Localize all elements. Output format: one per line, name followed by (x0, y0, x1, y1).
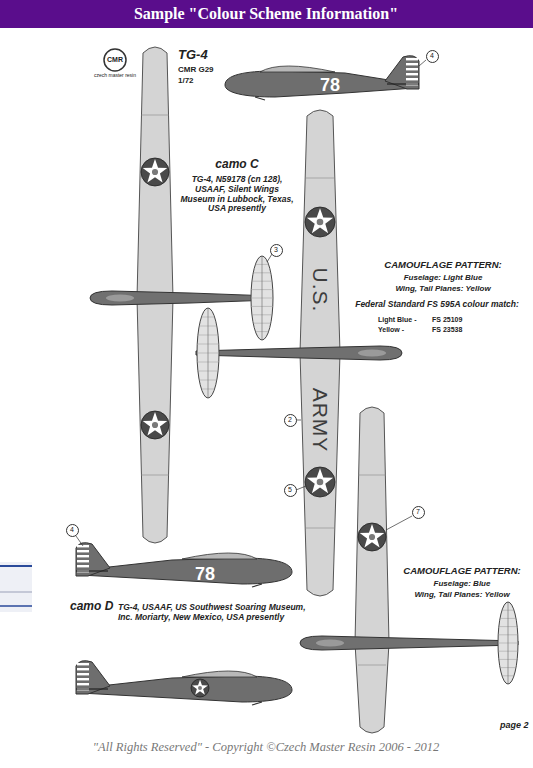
wing (355, 407, 389, 733)
scheme-name: camo D (70, 600, 113, 614)
panel-line (141, 475, 169, 476)
roundel (141, 158, 169, 186)
callout-text: 7 (416, 508, 420, 516)
side-view (76, 543, 292, 587)
callout-text: 4 (70, 526, 74, 534)
side-line (0, 592, 32, 593)
fuselage (196, 346, 402, 360)
pattern-line: Fuselage: Light Blue (404, 273, 483, 282)
roundel (141, 411, 169, 439)
wing-marking: ARMY (308, 388, 332, 453)
pattern-line: Fuselage: Blue (434, 579, 491, 588)
roundel (358, 523, 386, 551)
leader-line (76, 536, 83, 546)
panel-line (358, 665, 386, 666)
copyright-footer: "All Rights Reserved" - Copyright ©Czech… (93, 740, 439, 754)
logo-caption: czech master resin (94, 73, 136, 79)
scheme-name: camo C (215, 158, 258, 172)
scheme-description: TG-4, N59178 (cn 128), USAAF, Silent Win… (178, 175, 296, 214)
page-number: page 2 (500, 720, 529, 730)
tailplane (498, 602, 518, 684)
scheme-description: TG-4, USAAF, US Southwest Soaring Museum… (118, 603, 308, 623)
callout-number: 4 (426, 50, 439, 63)
callout-number: 2 (284, 414, 297, 427)
fs-code: FS 23538 (432, 326, 462, 334)
panel-line (141, 115, 169, 116)
aircraft-number: 78 (320, 75, 340, 96)
scale: 1/72 (178, 76, 194, 85)
roundel (191, 679, 209, 697)
panel-line (305, 178, 335, 179)
kit-number: CMR G29 (178, 65, 214, 74)
callout-text: 4 (430, 52, 434, 60)
fs-code: FS 25109 (432, 316, 462, 324)
logo-text: CMR (107, 56, 123, 64)
tailplane (251, 256, 273, 340)
side-panel (0, 562, 32, 612)
panel-line (305, 528, 335, 529)
colour-name: Yellow - (378, 326, 404, 334)
logo-ring (104, 49, 126, 71)
side-line (0, 605, 32, 607)
pattern-line: Wing, Tail Planes: Yellow (414, 590, 509, 599)
roundel (305, 207, 335, 237)
side-view (225, 56, 419, 100)
fuselage (300, 636, 518, 650)
pattern-heading: CAMOUFLAGE PATTERN: (403, 566, 520, 577)
pattern-line: Wing, Tail Planes: Yellow (395, 284, 490, 293)
leader-line (296, 486, 306, 490)
fuselage (90, 291, 272, 305)
side-view (76, 661, 292, 705)
header-band (0, 0, 533, 28)
callout-number: 4 (66, 524, 79, 537)
callout-text: 3 (274, 246, 278, 254)
side-line (0, 565, 32, 567)
tailplane (197, 308, 219, 398)
callout-number: 5 (284, 484, 297, 497)
panel-line (358, 475, 386, 476)
leader-line (386, 516, 412, 530)
leader-line (296, 420, 301, 421)
colour-match-heading: Federal Standard FS 595A colour match: (355, 300, 519, 310)
page-title: Sample "Colour Scheme Information" (134, 5, 398, 23)
aircraft-number: 78 (195, 564, 215, 585)
leader-line (419, 60, 426, 66)
callout-number: 7 (412, 506, 425, 519)
callout-text: 2 (288, 416, 292, 424)
roundel (305, 467, 335, 497)
pattern-heading: CAMOUFLAGE PATTERN: (384, 260, 501, 271)
callout-text: 5 (288, 486, 292, 494)
callout-number: 3 (270, 244, 283, 257)
model-name: TG-4 (178, 48, 208, 63)
colour-name: Light Blue - (378, 316, 417, 324)
wing-marking: U.S. (308, 268, 332, 313)
